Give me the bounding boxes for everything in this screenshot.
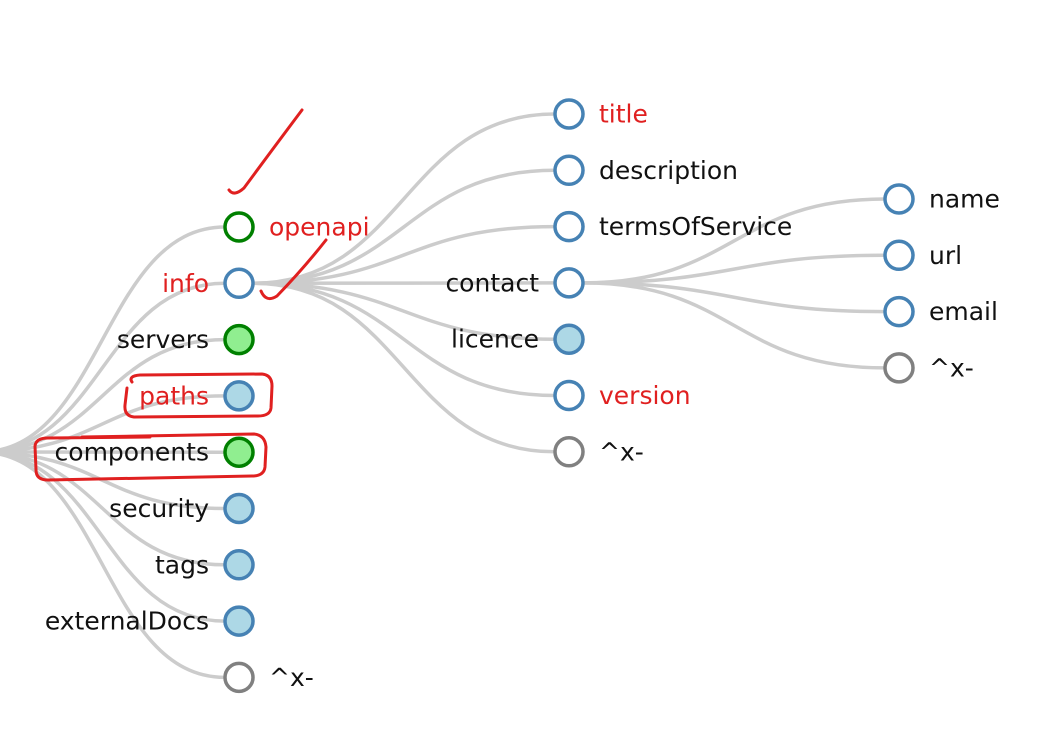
node-label-email[interactable]: email [929,297,998,326]
node-circle-servers[interactable] [223,323,255,356]
node-circle-description[interactable] [553,154,585,187]
node-circle-security[interactable] [223,492,255,525]
node-security[interactable]: security [109,492,255,525]
node-servers[interactable]: servers [117,323,255,356]
node-circle-termsOfService[interactable] [553,210,585,243]
node-circle-openapi[interactable] [223,211,255,243]
node-termsOfService[interactable]: termsOfService [553,210,792,243]
node-circle-email[interactable] [883,295,915,328]
node-label-description[interactable]: description [599,156,738,185]
node-label-openapi[interactable]: openapi [269,213,370,242]
tree-link [0,337,226,453]
node-label-version[interactable]: version [599,381,691,410]
node-circle-root-ext[interactable] [223,661,255,694]
tree-link [582,281,886,314]
node-label-servers[interactable]: servers [117,325,209,354]
node-label-info[interactable]: info [162,269,209,298]
tree-link [0,452,226,623]
node-externalDocs[interactable]: externalDocs [45,605,255,637]
node-label-paths[interactable]: paths [139,381,209,410]
node-circle-contact-ext[interactable] [883,352,915,384]
node-label-components[interactable]: components [55,438,209,467]
tree-link [582,281,886,370]
node-label-name[interactable]: name [929,185,1000,214]
node-email[interactable]: email [883,295,998,328]
node-circle-name[interactable] [883,183,915,215]
node-info-ext[interactable]: ^x- [553,436,644,468]
node-label-title[interactable]: title [599,100,648,129]
node-circle-url[interactable] [883,239,915,272]
node-label-root-ext[interactable]: ^x- [269,663,314,692]
tree-link [252,281,556,341]
tree-link [0,452,226,680]
node-label-contact[interactable]: contact [445,268,539,297]
tree-link [252,281,556,454]
node-licence[interactable]: licence [451,323,585,355]
node-components[interactable]: components [55,436,255,468]
node-circle-paths[interactable] [223,380,255,412]
node-tags[interactable]: tags [155,549,255,581]
tree-link [252,281,556,398]
tree-link [252,224,556,286]
node-version[interactable]: version [553,379,691,412]
node-circle-title[interactable] [553,98,585,130]
node-circle-info-ext[interactable] [553,436,585,468]
tree-link [582,197,886,285]
node-circle-licence[interactable] [553,323,585,355]
node-label-externalDocs[interactable]: externalDocs [45,607,209,636]
hand-drawn-annotations [33,108,328,482]
node-circle-externalDocs[interactable] [223,605,255,637]
node-paths[interactable]: paths [139,380,255,412]
node-url[interactable]: url [883,239,962,272]
node-label-info-ext[interactable]: ^x- [599,437,644,466]
node-label-termsOfService[interactable]: termsOfService [599,212,792,241]
node-circle-info[interactable] [223,267,255,300]
node-circle-contact[interactable] [553,267,585,299]
node-label-contact-ext[interactable]: ^x- [929,353,974,382]
tree-link [252,112,556,286]
tree-link [0,281,226,452]
node-contact-ext[interactable]: ^x- [883,352,974,384]
tree-link [252,168,556,286]
node-info[interactable]: info [162,267,255,300]
node-contact[interactable]: contact [445,267,585,299]
node-name[interactable]: name [883,183,1000,215]
node-circle-tags[interactable] [223,549,255,581]
node-label-security[interactable]: security [109,494,209,523]
tree-link [0,394,226,454]
node-label-licence[interactable]: licence [451,325,539,354]
tree-link [582,253,886,285]
node-label-tags[interactable]: tags [155,550,209,579]
node-circle-version[interactable] [553,379,585,412]
node-label-url[interactable]: url [929,241,962,270]
node-circle-components[interactable] [223,436,255,468]
tree-links [0,112,886,680]
tree-link [0,451,226,567]
node-root-ext[interactable]: ^x- [223,661,314,694]
tree-link [0,225,226,452]
box-annotation-components [33,432,268,482]
checkmark-annotation-info [259,238,328,301]
checkmark-annotation-openapi [227,108,304,195]
tree-nodes: openapi title description termsOfService nam… [45,98,1000,694]
node-title[interactable]: title [553,98,648,130]
node-openapi[interactable]: openapi [223,211,370,243]
box-annotation-paths [123,372,274,419]
node-description[interactable]: description [553,154,738,187]
